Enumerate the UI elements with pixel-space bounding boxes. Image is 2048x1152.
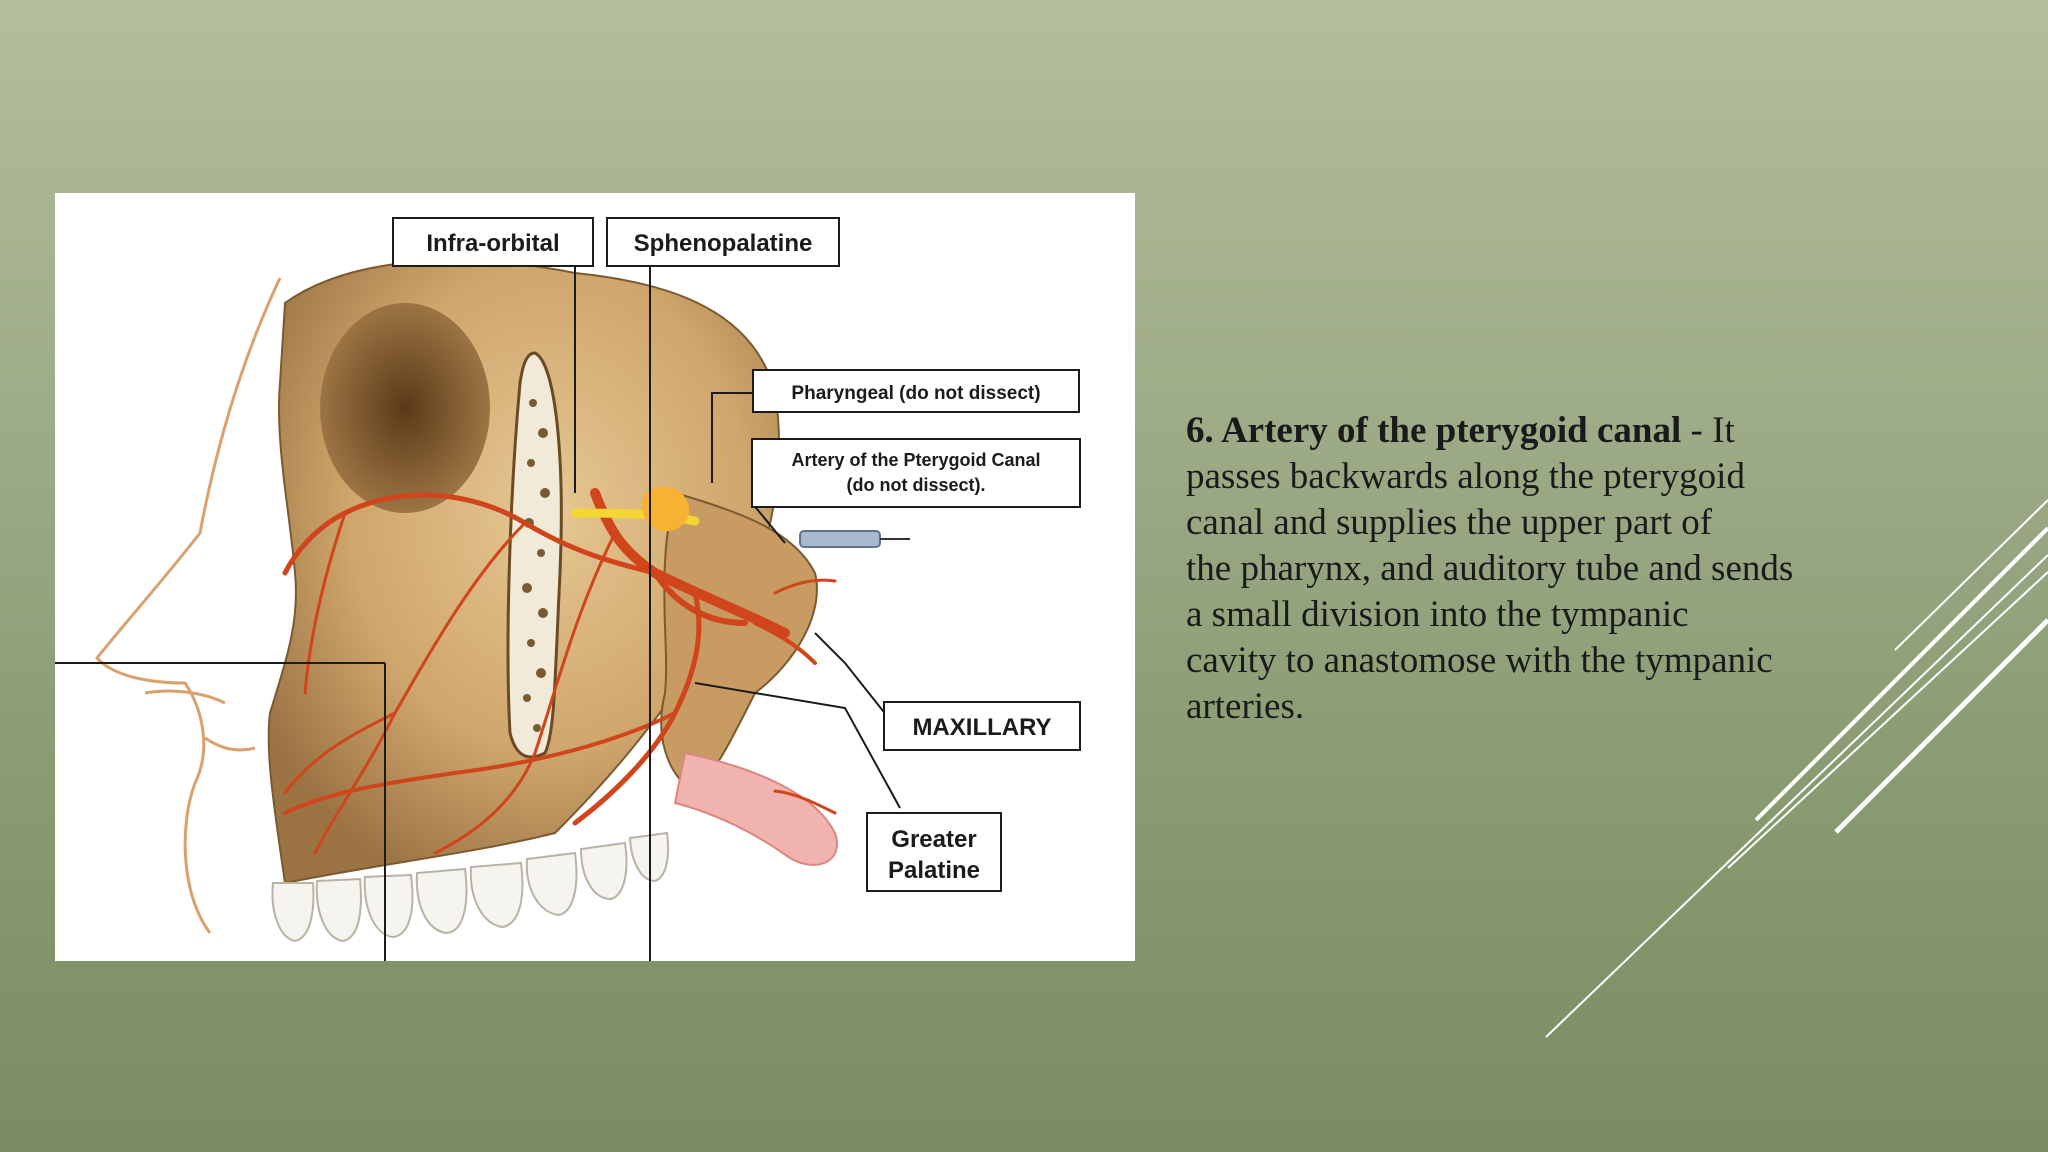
anatomy-figure: Infra-orbital Sphenopalatine Pharyngeal … xyxy=(55,193,1135,961)
label-maxillary: MAXILLARY xyxy=(883,701,1081,751)
label-greater-palatine: Greater Palatine xyxy=(866,812,1002,892)
leader-lines xyxy=(55,265,901,961)
soft-palate xyxy=(673,751,838,866)
text-heading: 6. Artery of the pterygoid canal xyxy=(1186,410,1682,451)
anatomy-illustration: Infra-orbital Sphenopalatine Pharyngeal … xyxy=(55,217,1081,961)
bone-section xyxy=(506,351,563,759)
label-palatine-text: Palatine xyxy=(888,857,980,884)
orbit xyxy=(320,303,490,513)
arteries xyxy=(282,488,837,855)
ganglion xyxy=(642,486,690,532)
text-line-7: arteries. xyxy=(1186,686,1305,727)
text-line-5: a small division into the tympanic xyxy=(1186,594,1689,635)
label-infra-orbital-text: Infra-orbital xyxy=(426,230,559,257)
text-line-1: 6. Artery of the pterygoid canal - It xyxy=(1186,408,1926,454)
probe xyxy=(799,530,881,548)
pterygoid-region xyxy=(660,491,818,795)
lip-outline xyxy=(144,689,256,752)
face-outline xyxy=(95,277,282,934)
label-maxillary-text: MAXILLARY xyxy=(912,714,1051,741)
body-text: 6. Artery of the pterygoid canal - It pa… xyxy=(1186,408,1926,730)
label-infra-orbital: Infra-orbital xyxy=(392,217,594,267)
text-line-2: passes backwards along the pterygoid xyxy=(1186,456,1745,497)
label-pterygoid-line1: Artery of the Pterygoid Canal xyxy=(791,450,1040,470)
label-sphenopalatine: Sphenopalatine xyxy=(606,217,840,267)
label-greater-text: Greater xyxy=(891,826,976,853)
text-line-6: cavity to anastomose with the tympanic xyxy=(1186,640,1773,681)
label-sphenopalatine-text: Sphenopalatine xyxy=(634,230,813,257)
label-pterygoid-line2: (do not dissect). xyxy=(847,475,986,495)
teeth xyxy=(271,831,670,943)
label-pharyngeal: Pharyngeal (do not dissect) xyxy=(752,369,1080,413)
label-pharyngeal-text: Pharyngeal (do not dissect) xyxy=(791,383,1040,404)
text-line-4: the pharynx, and auditory tube and sends xyxy=(1186,548,1794,589)
text-line-3: canal and supplies the upper part of xyxy=(1186,502,1713,543)
label-pterygoid-canal: Artery of the Pterygoid Canal (do not di… xyxy=(751,438,1081,508)
text-line-1-rest: - It xyxy=(1681,410,1735,451)
